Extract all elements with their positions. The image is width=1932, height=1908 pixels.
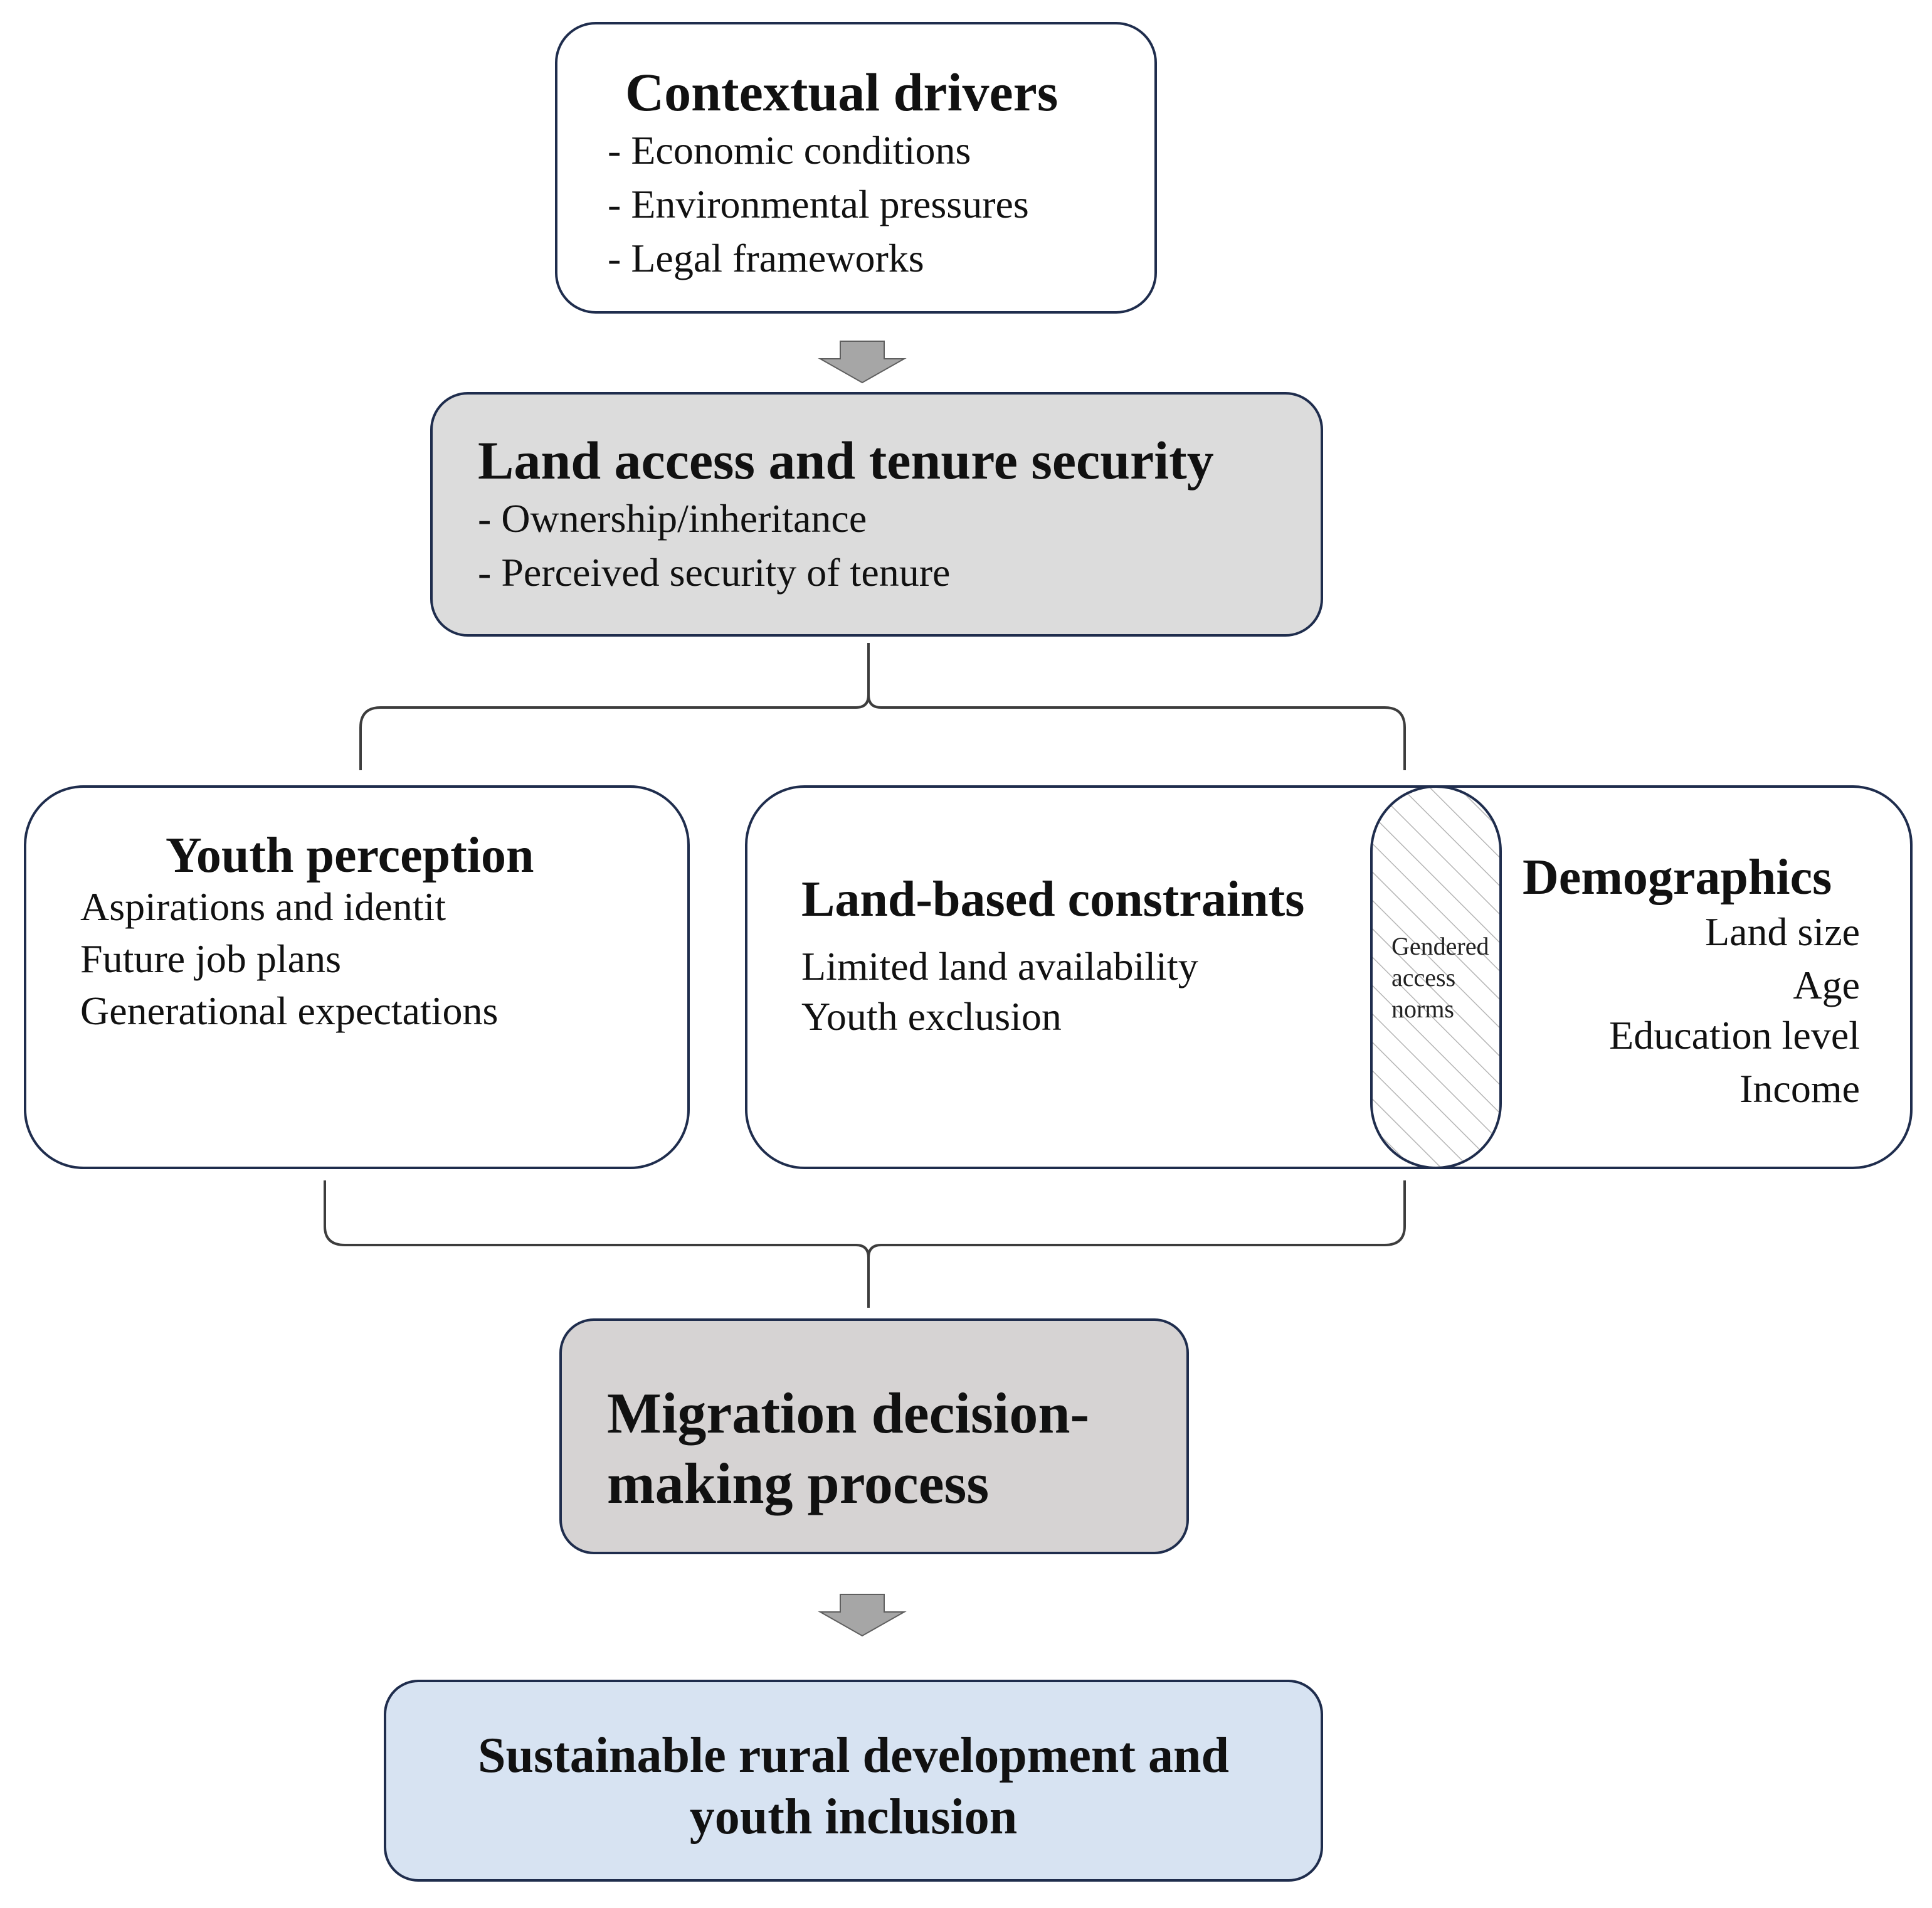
contextual-drivers-box: Contextual drivers - Economic conditions… xyxy=(555,22,1157,314)
youth-perception-item: Future job plans xyxy=(80,936,341,981)
gendered-norms-line: norms xyxy=(1391,995,1454,1023)
merge-brace xyxy=(324,1180,1406,1308)
gendered-norms-capsule: Gendered access norms xyxy=(1370,785,1502,1169)
demographics-item: Income xyxy=(1739,1066,1860,1111)
demographics-item: Land size xyxy=(1705,909,1860,954)
migration-title-line2: making process xyxy=(607,1451,990,1515)
contextual-drivers-title: Contextual drivers xyxy=(625,62,1058,122)
land-constraints-title: Land-based constraints xyxy=(801,872,1305,927)
land-constraint-item: Youth exclusion xyxy=(801,994,1062,1039)
youth-perception-box: Youth perception Aspirations and identit… xyxy=(24,785,690,1169)
outcome-box: Sustainable rural development and youth … xyxy=(384,1680,1323,1882)
land-access-title: Land access and tenure security xyxy=(478,430,1214,490)
down-arrow-2 xyxy=(818,1594,907,1637)
outcome-label: Sustainable rural development and youth … xyxy=(386,1725,1321,1848)
land-constraint-item: Limited land availability xyxy=(801,944,1198,988)
demographics-item: Education level xyxy=(1609,1013,1860,1057)
outcome-line2: youth inclusion xyxy=(689,1789,1018,1845)
land-access-item: - Perceived security of tenure xyxy=(478,550,951,595)
migration-title-line1: Migration decision- xyxy=(607,1381,1090,1445)
hatch-fill xyxy=(1373,788,1499,1167)
split-brace xyxy=(359,643,1406,770)
demographics-title: Demographics xyxy=(1523,850,1832,905)
gendered-norms-line: access xyxy=(1391,963,1456,992)
youth-perception-item: Generational expectations xyxy=(80,988,499,1033)
land-access-box: Land access and tenure security - Owners… xyxy=(430,392,1323,637)
demographics-item: Age xyxy=(1793,963,1860,1007)
gendered-norms-line: Gendered xyxy=(1391,932,1489,960)
migration-process-box: Migration decision- making process xyxy=(559,1318,1189,1554)
gendered-norms-label: Gendered access norms xyxy=(1391,931,1489,1025)
constraints-demographics-box: Land-based constraints Limited land avai… xyxy=(745,785,1913,1169)
land-access-item: - Ownership/inheritance xyxy=(478,496,867,541)
down-arrow-1 xyxy=(818,341,907,384)
youth-perception-title: Youth perception xyxy=(166,828,534,883)
youth-perception-item: Aspirations and identit xyxy=(80,884,446,929)
contextual-driver-item: - Economic conditions xyxy=(608,128,971,172)
outcome-line1: Sustainable rural development and xyxy=(478,1728,1229,1783)
contextual-driver-item: - Legal frameworks xyxy=(608,236,924,280)
contextual-driver-item: - Environmental pressures xyxy=(608,182,1029,226)
